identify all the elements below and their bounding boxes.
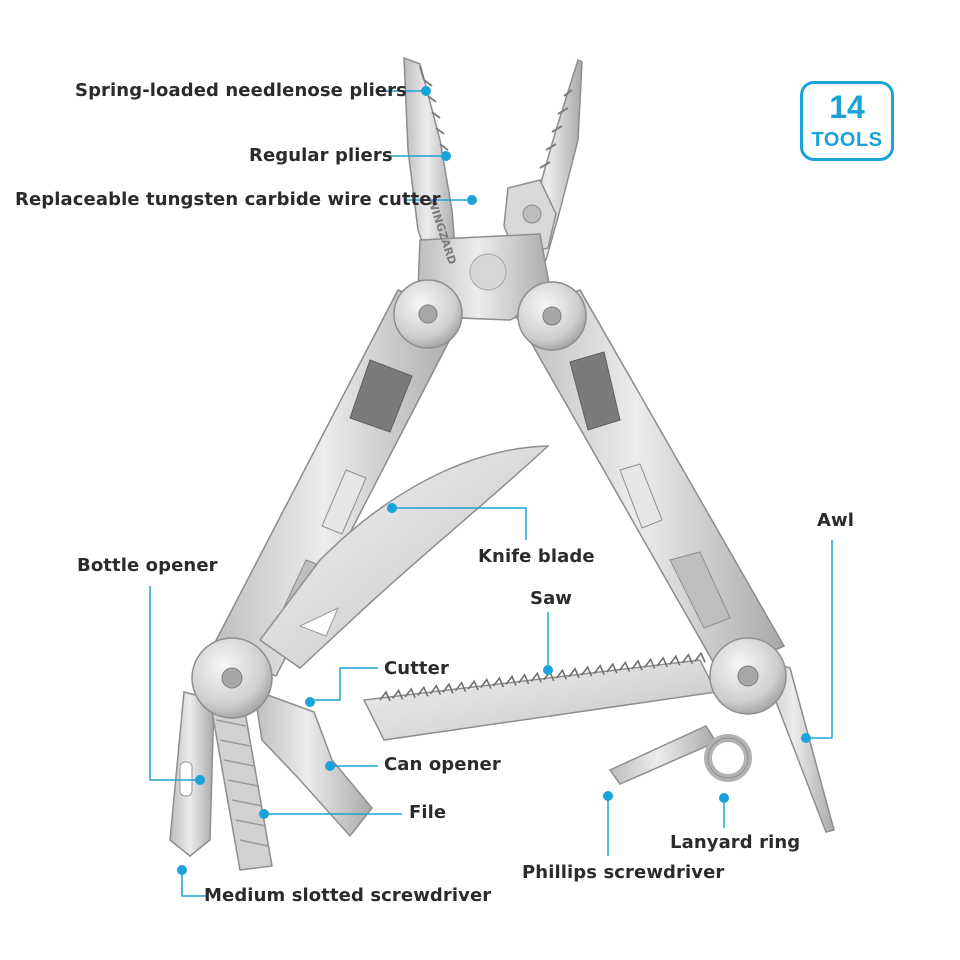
label-wire-cutter: Replaceable tungsten carbide wire cutter [15, 189, 441, 210]
label-lanyard-ring: Lanyard ring [670, 832, 801, 853]
phillips-screwdriver-tool [608, 725, 718, 785]
leader-awl [801, 540, 833, 743]
label-bottle-opener: Bottle opener [77, 555, 218, 576]
label-slotted-screwdriver: Medium slotted screwdriver [204, 885, 492, 906]
label-regular-pliers: Regular pliers [249, 145, 393, 166]
label-saw: Saw [530, 588, 573, 609]
right-handle [514, 289, 786, 675]
right-bottom-pivot-screw [709, 637, 787, 715]
file-tool [209, 699, 273, 871]
tool-count-word: TOOLS [811, 129, 883, 151]
leader-slotted [177, 865, 206, 897]
left-top-pivot-screw [393, 279, 463, 349]
right-top-pivot-screw [517, 281, 587, 351]
label-cutter: Cutter [384, 658, 449, 679]
callout-leaders [149, 86, 833, 897]
knife-blade [258, 445, 550, 669]
leader-phillips [603, 791, 613, 856]
tool-count-badge: 14 TOOLS [800, 81, 894, 161]
leader-knife [387, 503, 527, 540]
leader-bottle-opener [149, 586, 205, 785]
label-needlenose-pliers: Spring-loaded needlenose pliers [75, 80, 407, 101]
leader-wire-cutter [406, 195, 477, 205]
leader-file [259, 809, 402, 819]
label-phillips-screwdriver: Phillips screwdriver [522, 862, 725, 883]
leader-saw [543, 612, 553, 675]
label-file: File [409, 802, 447, 823]
leader-needlenose [384, 86, 431, 96]
leader-regular-pliers [384, 151, 451, 161]
leader-cutter [305, 667, 378, 707]
leader-can-opener [325, 761, 378, 771]
label-can-opener: Can opener [384, 754, 501, 775]
label-knife-blade: Knife blade [478, 546, 595, 567]
leader-lanyard [719, 793, 729, 828]
can-opener-cutter-tool [253, 688, 373, 838]
tool-count-number: 14 [829, 89, 865, 125]
left-bottom-pivot-screw [191, 637, 273, 719]
bottle-opener-tool [169, 691, 215, 857]
label-awl: Awl [817, 510, 855, 531]
lanyard-ring [704, 734, 752, 782]
